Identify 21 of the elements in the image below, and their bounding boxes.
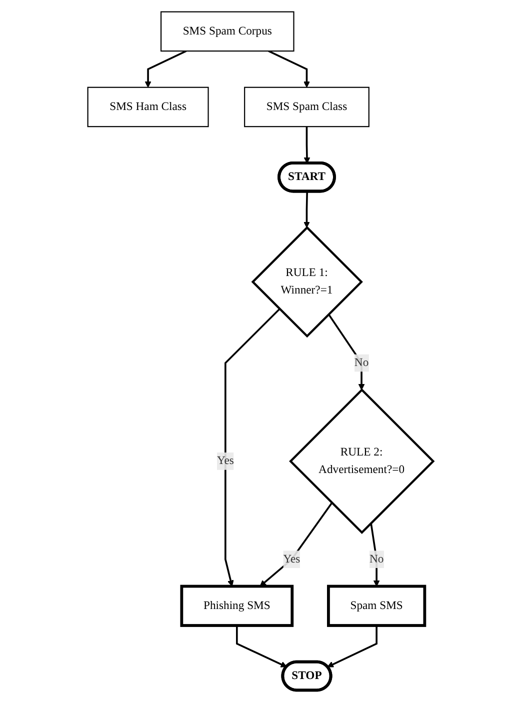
arrow xyxy=(328,626,378,668)
edge-label: Yes xyxy=(284,552,301,566)
arrow xyxy=(145,50,188,88)
arrow xyxy=(304,192,310,228)
arrow xyxy=(304,126,311,164)
arrow xyxy=(370,522,380,587)
node-diamond: RULE 2: Advertisement?=0 xyxy=(290,388,436,534)
node-box: SMS Ham Class xyxy=(88,86,210,128)
arrow xyxy=(236,626,288,668)
edge-label: No xyxy=(370,552,384,566)
arrow xyxy=(225,308,281,587)
edge-label: No xyxy=(354,356,370,369)
node-box: SMS Spam Corpus xyxy=(160,11,295,52)
arrow xyxy=(260,502,334,587)
node-box: Phishing SMS xyxy=(180,584,294,627)
node-box: SMS Spam Class xyxy=(244,86,370,128)
node-box: Spam SMS xyxy=(327,584,427,627)
node-diamond: RULE 1: Winner?=1 xyxy=(252,226,364,338)
arrow xyxy=(268,50,310,88)
edge-label: Yes xyxy=(217,454,234,468)
arrow xyxy=(328,314,366,390)
